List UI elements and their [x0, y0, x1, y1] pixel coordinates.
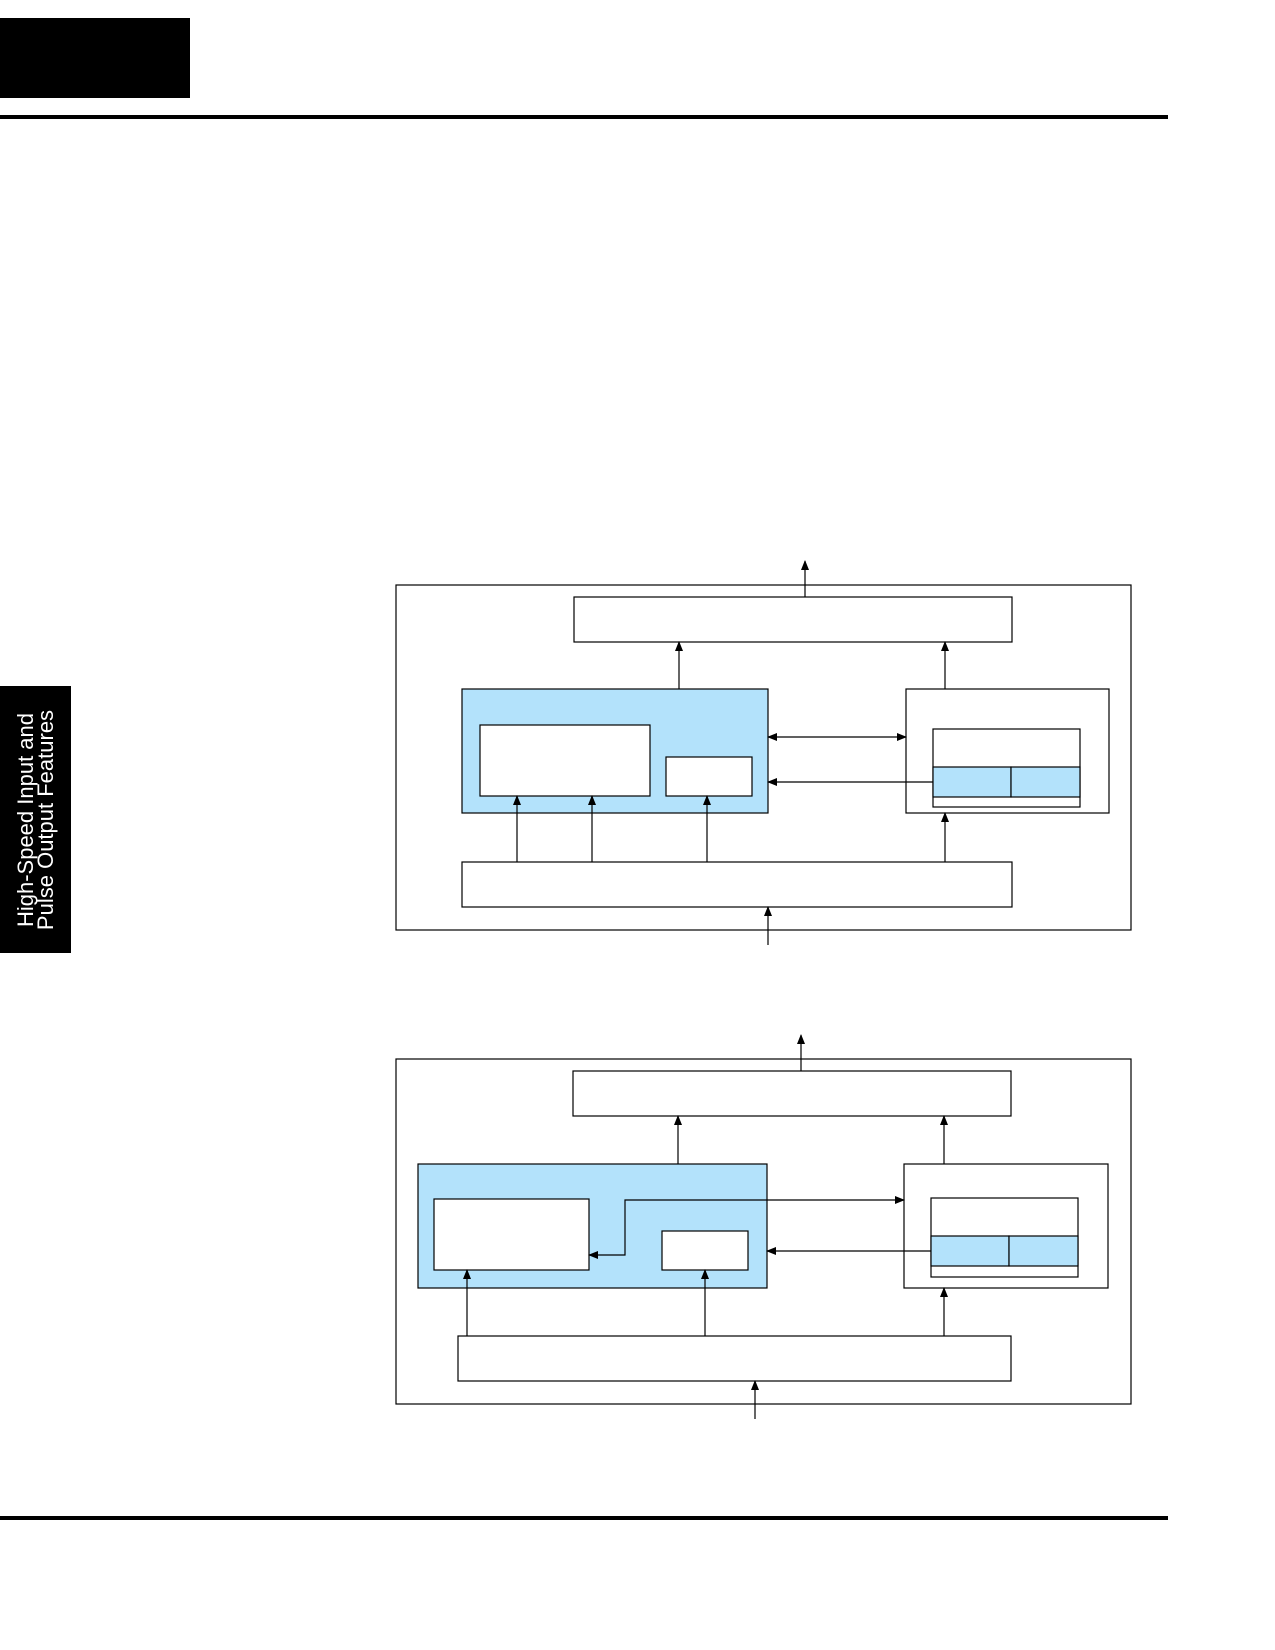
- chapter-side-tab: High-Speed Input and Pulse Output Featur…: [0, 686, 71, 953]
- diagram-2-left-inner-large: [433, 1198, 590, 1271]
- diagram-2-right-cell-a: [930, 1235, 1010, 1267]
- footer-rule: [0, 1516, 1168, 1520]
- diagram-2-right-cell-b: [1008, 1235, 1079, 1267]
- diagram-1-left-inner-small: [665, 756, 753, 797]
- diagram-2-bottom-bar: [457, 1335, 1012, 1382]
- diagram-2-outer-frame: [395, 1058, 1132, 1405]
- diagram-1-top-bar: [573, 596, 1013, 643]
- diagram-1: [395, 560, 1132, 945]
- diagram-2-bidirectional-routed-arrow: [588, 1196, 905, 1259]
- diagram-2-top-bar: [572, 1070, 1012, 1117]
- diagram-2-left-inner-small: [661, 1230, 749, 1271]
- diagram-1-right-cell-a: [932, 766, 1012, 798]
- diagram-2: [395, 1034, 1132, 1419]
- diagram-1-left-inner-large: [479, 724, 651, 797]
- diagram-1-bottom-bar: [461, 861, 1013, 908]
- header-rule: [0, 115, 1168, 119]
- diagram-1-outer-frame: [395, 584, 1132, 931]
- chapter-number-block: [0, 18, 190, 98]
- diagram-1-right-cell-b: [1010, 766, 1081, 798]
